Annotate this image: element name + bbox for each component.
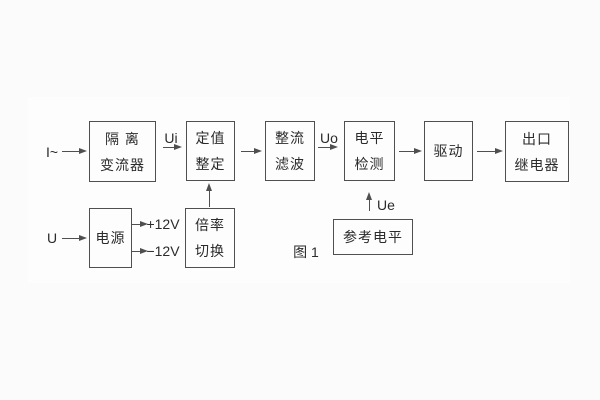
block-rectifier-filter: 整流 滤波 — [265, 121, 315, 181]
block-setpoint-adjust: 定值 整定 — [186, 121, 235, 181]
block-power-line1: 电源 — [95, 230, 126, 246]
block-ratio-line1: 倍率 — [195, 217, 225, 233]
arrow-isolation-to-setpoint — [163, 144, 182, 150]
label-ue-signal: Ue — [377, 197, 395, 213]
block-level-detect: 电平 检测 — [344, 121, 395, 181]
label-plus-12v: +12V — [146, 216, 180, 232]
block-drive: 驱动 — [424, 121, 473, 181]
arrow-ratio-to-setpoint — [206, 183, 212, 207]
block-drive-line1: 驱动 — [433, 143, 464, 159]
arrow-drive-to-output — [477, 148, 503, 154]
block-isolation-line2: 变流器 — [100, 156, 145, 173]
label-input-current: I~ — [45, 144, 59, 160]
block-level-line1: 电平 — [354, 130, 385, 146]
label-minus-12v: −12V — [146, 243, 180, 259]
block-isolation-transformer: 隔 离 变流器 — [89, 121, 156, 182]
block-ratio-line2: 切换 — [195, 243, 225, 259]
arrow-setpoint-to-rectifier — [241, 148, 262, 154]
block-setpoint-line2: 整定 — [195, 156, 226, 172]
arrow-level-to-drive — [399, 148, 422, 154]
block-reference-line1: 参考电平 — [343, 229, 403, 245]
arrow-current-to-isolation — [62, 148, 87, 154]
arrow-power-plus12 — [132, 221, 148, 227]
block-output-relay: 出口 继电器 — [505, 121, 569, 182]
block-output-line2: 继电器 — [514, 156, 560, 173]
block-ratio-switch: 倍率 切换 — [185, 208, 235, 268]
arrow-power-minus12 — [132, 248, 148, 254]
label-ui-signal: Ui — [164, 130, 178, 146]
arrow-reference-to-level — [366, 192, 372, 211]
figure-caption: 图 1 — [293, 244, 319, 260]
arrow-rectifier-to-level — [318, 144, 338, 150]
block-power-supply: 电源 — [89, 208, 132, 268]
block-setpoint-line1: 定值 — [195, 130, 226, 146]
block-isolation-line1: 隔 离 — [105, 130, 140, 147]
block-rectifier-line1: 整流 — [275, 130, 305, 146]
label-input-voltage: U — [46, 230, 58, 246]
block-output-line1: 出口 — [522, 130, 552, 147]
arrow-voltage-to-power — [62, 235, 87, 241]
block-level-line2: 检测 — [354, 156, 385, 172]
block-rectifier-line2: 滤波 — [275, 156, 305, 172]
block-reference-level: 参考电平 — [333, 219, 413, 255]
label-uo-signal: Uo — [320, 130, 338, 146]
